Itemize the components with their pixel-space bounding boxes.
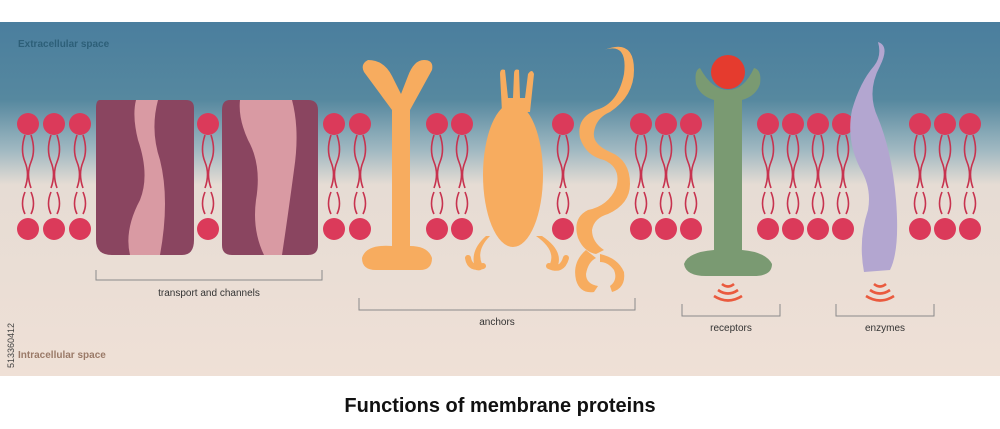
diagram-title: Functions of membrane proteins — [344, 395, 655, 417]
anchor-protein-oval — [465, 69, 569, 271]
transport-channel-1 — [96, 100, 194, 255]
enzyme-protein — [850, 42, 898, 302]
transport-channel-2 — [222, 100, 318, 255]
stock-id-text: 513360412 — [6, 323, 16, 368]
receptor-protein — [684, 55, 772, 302]
ligand — [711, 55, 745, 89]
label-receptors: receptors — [710, 323, 752, 334]
anchor-protein-helix — [575, 46, 634, 293]
label-transport: transport and channels — [158, 288, 260, 299]
extracellular-label: Extracellular space — [18, 39, 110, 50]
group-brackets — [95, 270, 935, 317]
anchor-protein-y — [362, 60, 433, 270]
intracellular-label: Intracellular space — [18, 350, 106, 361]
label-anchors: anchors — [479, 317, 515, 328]
label-enzymes: enzymes — [865, 323, 905, 334]
